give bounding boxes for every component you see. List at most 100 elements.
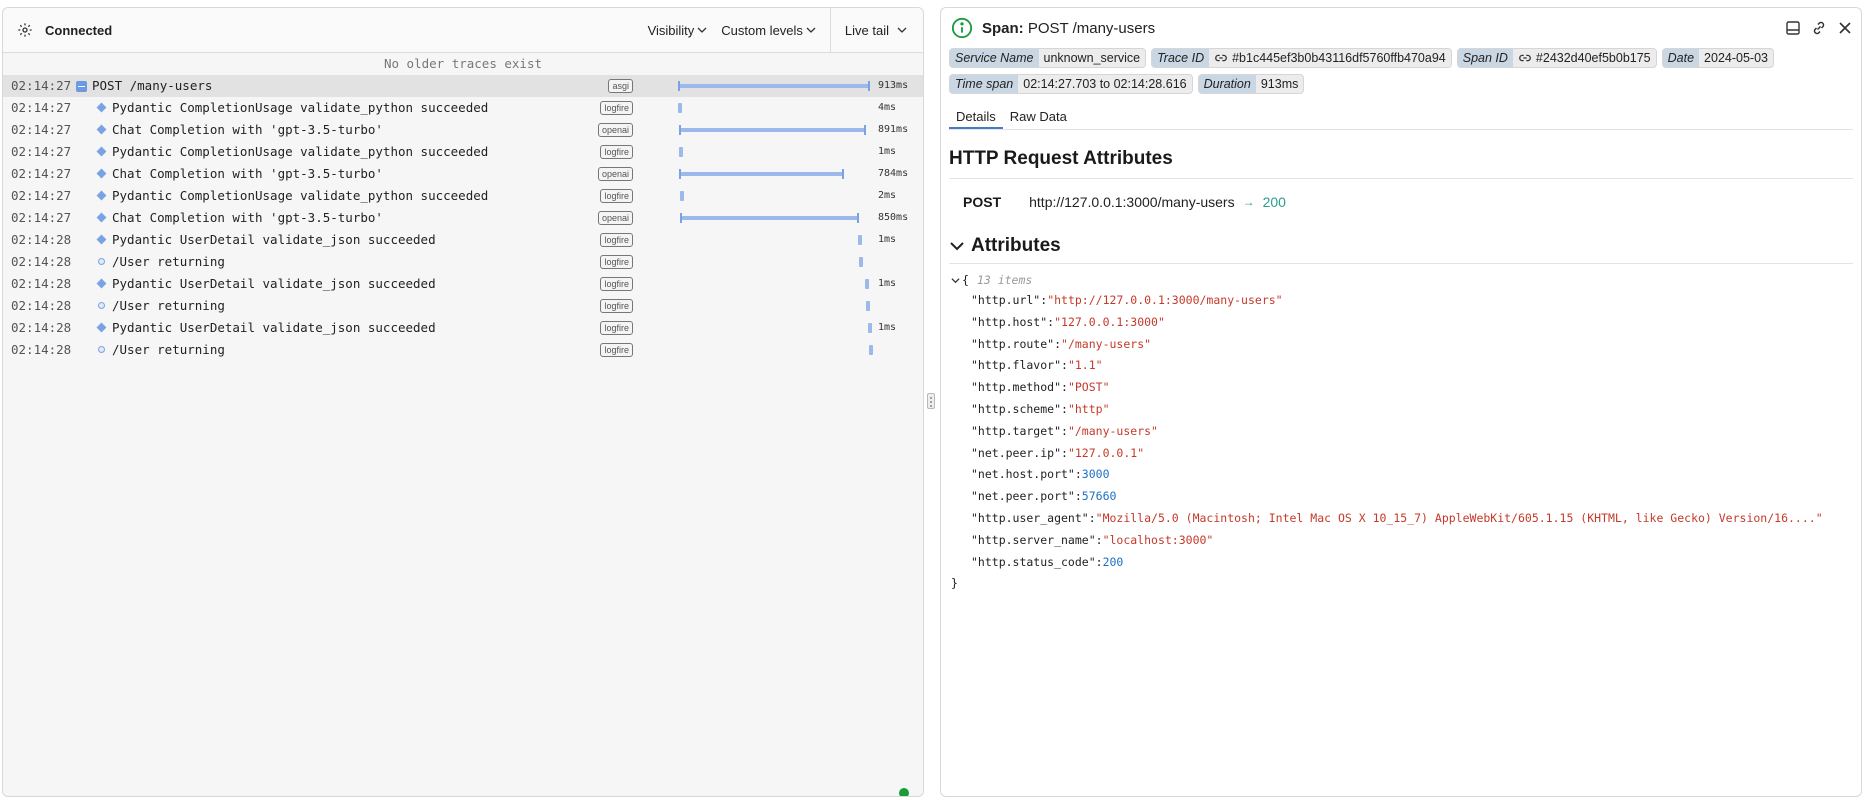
http-status-code: 200 xyxy=(1262,194,1286,210)
link-icon[interactable] xyxy=(1811,20,1827,36)
json-close-brace: } xyxy=(951,576,958,591)
attribute-key: "http.user_agent" xyxy=(971,510,1089,525)
attribute-colon: : xyxy=(1061,423,1068,438)
trace-duration: 1ms xyxy=(878,322,897,333)
trace-time: 02:14:28 xyxy=(11,342,72,357)
log-dot-icon xyxy=(98,346,105,353)
no-older-traces-message: No older traces exist xyxy=(383,56,543,71)
attribute-key: "http.method" xyxy=(971,380,1062,395)
span-id-badge[interactable]: Span ID #2432d40ef5b0b175 xyxy=(1456,48,1657,68)
trace-name: Pydantic UserDetail validate_json succee… xyxy=(112,320,436,335)
close-icon[interactable] xyxy=(1837,20,1853,36)
trace-name: Pydantic UserDetail validate_json succee… xyxy=(112,276,436,291)
chevron-down-icon xyxy=(697,27,707,33)
attribute-value: 57660 xyxy=(1081,489,1117,504)
collapse-icon[interactable] xyxy=(76,81,87,92)
attribute-row: "net.host.port":3000 xyxy=(951,464,1851,486)
trace-tag: logfire xyxy=(600,233,633,247)
trace-id-badge[interactable]: Trace ID #b1c445ef3b0b43116df5760ffb470a… xyxy=(1151,48,1452,68)
trace-duration-bar xyxy=(679,169,845,179)
attribute-key: "http.host" xyxy=(971,314,1048,329)
span-id-value: #2432d40ef5b0b175 xyxy=(1535,51,1651,65)
attribute-key: "http.flavor" xyxy=(971,358,1062,373)
trace-name: /User returning xyxy=(112,298,225,313)
date-value: 2024-05-03 xyxy=(1704,51,1768,65)
trace-name: Pydantic UserDetail validate_json succee… xyxy=(112,232,436,247)
attribute-key: "net.peer.port" xyxy=(971,489,1075,504)
attribute-value: "POST" xyxy=(1067,380,1110,395)
span-diamond-icon xyxy=(96,124,107,135)
chevron-down-icon xyxy=(897,27,907,33)
live-tail-label: Live tail xyxy=(844,22,889,38)
panel-layout-icon[interactable] xyxy=(1785,20,1801,36)
http-request-summary: POST http://127.0.0.1:3000/many-users → … xyxy=(963,189,1839,215)
attribute-colon: : xyxy=(1047,314,1055,329)
chevron-down-icon xyxy=(951,277,960,283)
tab-raw-data[interactable]: Raw Data xyxy=(1009,109,1067,124)
trace-time: 02:14:27 xyxy=(11,144,72,159)
trace-time: 02:14:27 xyxy=(11,78,72,93)
trace-duration-bar xyxy=(679,147,684,157)
custom-levels-label: Custom levels xyxy=(721,22,803,38)
link-icon xyxy=(1519,54,1531,62)
attribute-colon: : xyxy=(1095,554,1103,569)
attribute-key: "http.server_name" xyxy=(971,532,1096,547)
trace-time: 02:14:27 xyxy=(11,188,72,203)
trace-duration: 850ms xyxy=(878,212,909,223)
chevron-down-icon xyxy=(950,242,964,251)
attribute-value: "/many-users" xyxy=(1067,423,1158,438)
trace-tag: openai xyxy=(597,123,633,137)
service-name-badge[interactable]: Service Name unknown_service xyxy=(949,48,1147,68)
http-url: http://127.0.0.1:3000/many-users xyxy=(1029,194,1235,210)
attribute-value: "127.0.0.1" xyxy=(1067,445,1145,460)
attribute-row: "http.url":"http://127.0.0.1:3000/many-u… xyxy=(951,290,1851,312)
attribute-colon: : xyxy=(1088,510,1096,525)
span-diamond-icon xyxy=(96,278,107,289)
span-id-label: Span ID xyxy=(1457,49,1513,67)
trace-time: 02:14:28 xyxy=(11,298,72,313)
trace-time: 02:14:27 xyxy=(11,100,72,115)
attribute-colon: : xyxy=(1074,489,1082,504)
trace-duration-bar xyxy=(679,191,684,201)
trace-name: /User returning xyxy=(112,342,225,357)
trace-duration-bar xyxy=(865,301,870,311)
attributes-section-toggle[interactable]: Attributes xyxy=(949,235,1853,264)
span-diamond-icon xyxy=(96,234,107,245)
trace-panel: Connected Visibility Custom levels Live … xyxy=(2,7,924,797)
tab-details[interactable]: Details xyxy=(949,104,1003,129)
live-tail-dropdown[interactable]: Live tail xyxy=(829,8,923,53)
trace-row[interactable]: 02:14:28 Pydantic UserDetail validate_jso… xyxy=(3,229,923,251)
span-badges: Service Name unknown_service Trace ID #b… xyxy=(941,48,1861,94)
trace-tag: logfire xyxy=(600,145,633,159)
trace-duration: 891ms xyxy=(878,124,909,135)
gear-icon[interactable] xyxy=(17,22,33,38)
trace-time: 02:14:28 xyxy=(11,232,72,247)
attributes-title: Attributes xyxy=(971,235,1061,256)
attribute-value: "http://127.0.0.1:3000/many-users" xyxy=(1047,293,1283,307)
custom-levels-dropdown[interactable]: Custom levels xyxy=(721,23,816,38)
trace-duration-bar xyxy=(678,125,866,135)
json-open-brace: { xyxy=(962,273,969,287)
trace-time: 02:14:28 xyxy=(11,254,72,269)
span-diamond-icon xyxy=(96,212,107,223)
trace-tag: openai xyxy=(597,211,633,225)
connection-status[interactable]: Connected xyxy=(3,22,112,38)
panel-resize-handle[interactable] xyxy=(927,393,935,409)
span-diamond-icon xyxy=(96,146,107,157)
trace-time: 02:14:27 xyxy=(11,210,72,225)
visibility-dropdown[interactable]: Visibility xyxy=(648,23,708,38)
attribute-row: "http.status_code":200 xyxy=(951,552,1851,574)
json-toggle[interactable]: { 13 items xyxy=(951,270,1851,290)
